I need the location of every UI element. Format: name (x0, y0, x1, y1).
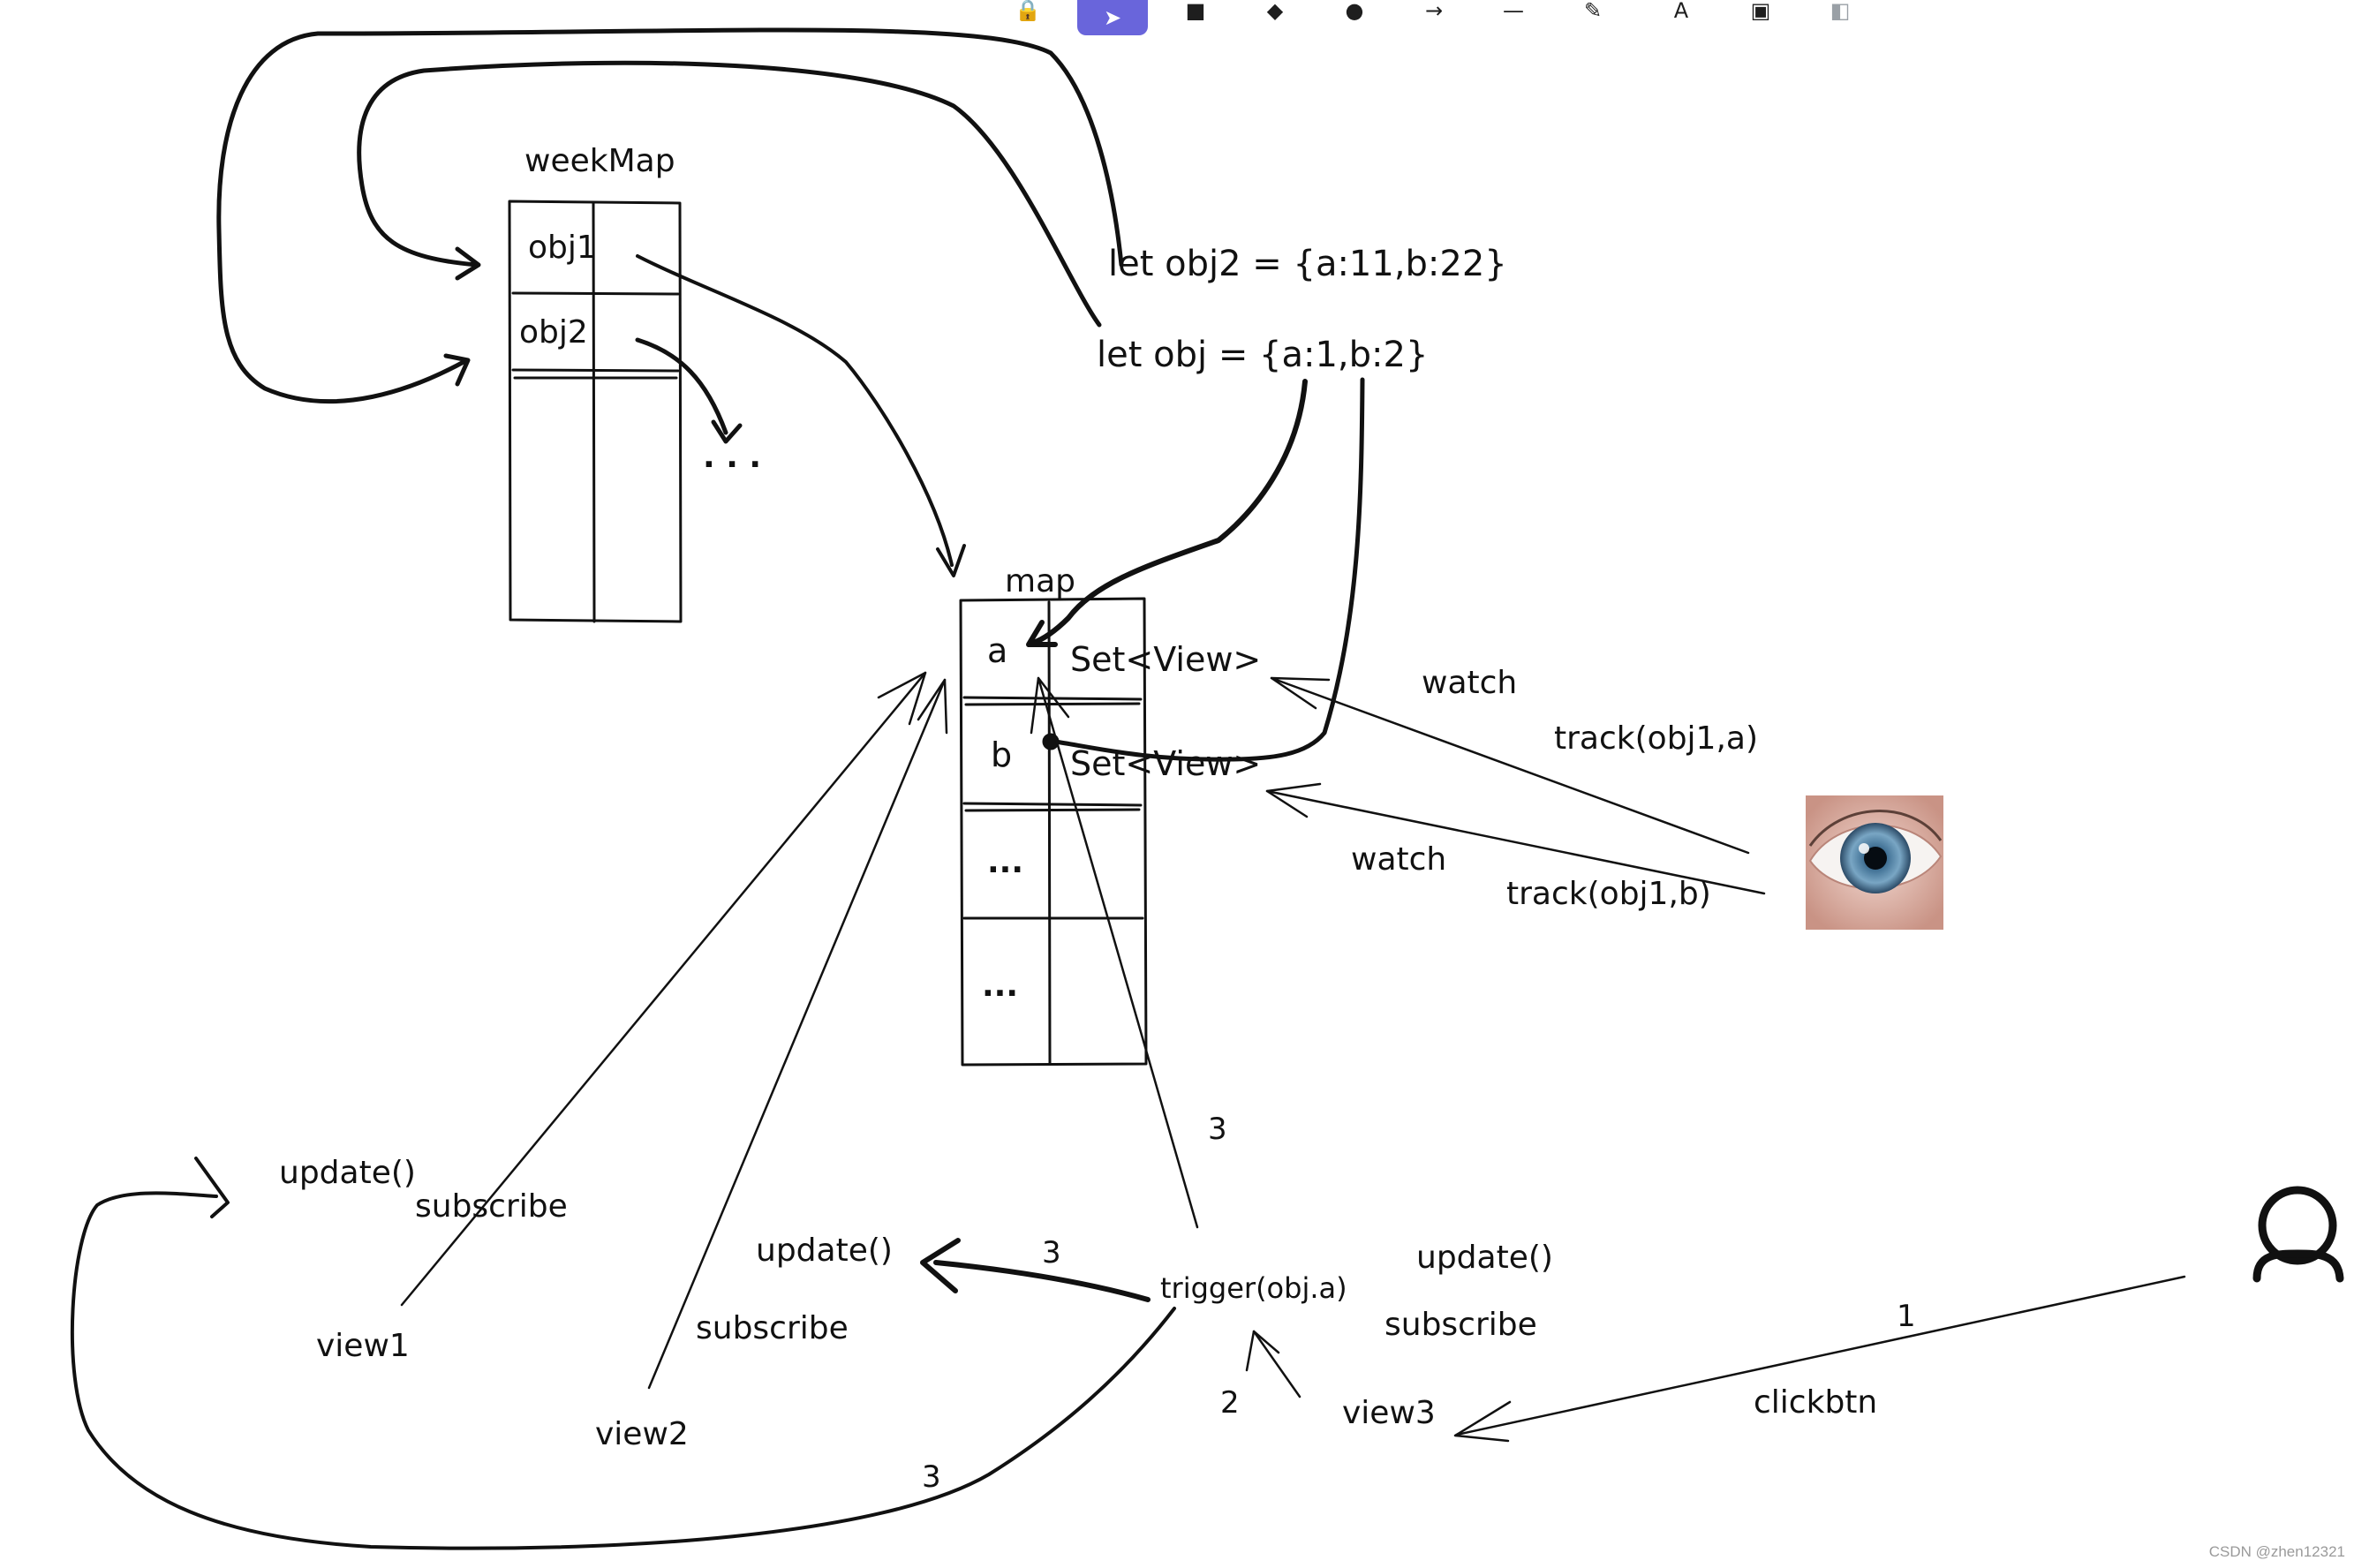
subscribe-label-3: subscribe (1384, 1307, 1537, 1343)
user-icon (2252, 1186, 2344, 1283)
arrow-view1-subscribe (400, 671, 927, 1307)
arrow-user-to-view3 (1455, 1275, 2186, 1436)
arrow-trigger-to-update1 (70, 1191, 1176, 1550)
map-set-a: Set<View> (1070, 640, 1261, 679)
arrow-obj1-to-map (636, 254, 954, 567)
arrow-obj2-to-more (635, 337, 728, 435)
arrowhead-trigger (1245, 1330, 1280, 1372)
arrow-view3-to-trigger (1252, 1330, 1301, 1398)
eye-photo (1806, 795, 1943, 930)
lock-icon[interactable]: 🔒 (1015, 0, 1041, 21)
view1-label: view1 (316, 1328, 410, 1364)
trigger-label: trigger(obj.a) (1160, 1271, 1347, 1305)
pencil-icon[interactable]: ✎ (1583, 0, 1603, 21)
map-more-2: ... (982, 968, 1018, 1004)
image-icon[interactable]: ▣ (1750, 0, 1771, 21)
arrowhead-trigger-key (1030, 676, 1070, 735)
update-label-1: update() (279, 1155, 416, 1191)
arrow-view2-subscribe (647, 678, 947, 1390)
map-title: map (1005, 563, 1075, 599)
map-set-b: Set<View> (1070, 744, 1261, 783)
selection-icon[interactable]: ➤ (1077, 0, 1148, 35)
ellipse-icon[interactable]: ● (1345, 0, 1364, 21)
view3-label: view3 (1342, 1395, 1436, 1431)
arrowhead-view1 (877, 671, 927, 726)
weekmap-more: · · · (703, 447, 761, 483)
arrowhead-view3 (1453, 1400, 1512, 1443)
rectangle-icon[interactable]: ■ (1185, 0, 1206, 21)
track-label-1: track(obj1,a) (1554, 720, 1758, 757)
arrow-obj-b-to-key-b (1053, 377, 1365, 762)
arrowhead-weekmap-obj1 (455, 246, 481, 281)
drawing-toolbar: 🔒 ➤ ■ ◆ ● → — ✎ A ▣ ◧ (1007, 0, 1854, 35)
clickbtn-label: clickbtn (1754, 1384, 1877, 1421)
track-label-2: track(obj1,b) (1506, 876, 1711, 912)
arrow-trigger-to-update2 (933, 1260, 1151, 1302)
text-icon[interactable]: A (1673, 0, 1689, 21)
line-icon[interactable]: — (1503, 0, 1524, 21)
subscribe-label-1: subscribe (415, 1188, 568, 1225)
map-key-a: a (987, 631, 1007, 670)
weekmap-table (508, 200, 683, 623)
arrowhead-update2 (920, 1238, 961, 1293)
map-more-1: ... (987, 844, 1023, 880)
diamond-icon[interactable]: ◆ (1266, 0, 1284, 21)
eraser-icon[interactable]: ◧ (1830, 0, 1851, 21)
arrowhead-set-b (1265, 782, 1322, 818)
arrow-track-b (1265, 789, 1766, 895)
step-2: 2 (1220, 1385, 1240, 1421)
arrow-icon[interactable]: → (1424, 0, 1444, 21)
step-3-update: 3 (1042, 1235, 1061, 1270)
arrowhead-key-a (1026, 620, 1058, 647)
arrowhead-weekmap-obj2 (443, 353, 471, 387)
update-label-2: update() (756, 1233, 893, 1269)
step-3-loop: 3 (922, 1459, 941, 1495)
arrowhead-map (936, 544, 966, 577)
map-key-b: b (991, 735, 1012, 774)
arrowhead-update1 (194, 1157, 230, 1218)
update-label-3: update() (1416, 1240, 1553, 1276)
weekmap-row-obj1: obj1 (528, 230, 597, 266)
subscribe-label-2: subscribe (696, 1310, 849, 1346)
weekmap-row-obj2: obj2 (519, 314, 588, 351)
arrowhead-set-a (1270, 676, 1331, 710)
watch-label-1: watch (1422, 665, 1517, 701)
step-1: 1 (1897, 1299, 1916, 1334)
arrow-obj-to-weekmap (357, 60, 1102, 328)
arrowhead-view2 (917, 678, 948, 735)
let-obj-statement: let obj = {a:1,b:2} (1097, 335, 1428, 375)
arrow-obj-a-to-key-a (1030, 379, 1308, 645)
arrow-trigger-to-key-a (1037, 676, 1199, 1229)
arrowhead-more (711, 419, 743, 444)
step-3-map: 3 (1208, 1112, 1227, 1147)
view2-label: view2 (595, 1416, 689, 1452)
let-obj2-statement: let obj2 = {a:11,b:22} (1108, 244, 1507, 284)
arrow-obj2-to-weekmap (216, 27, 1124, 404)
arrow-track-a (1270, 676, 1750, 855)
watch-label-2: watch (1351, 841, 1446, 878)
weekmap-title: weekMap (524, 143, 675, 179)
watermark: CSDN @zhen12321 (2208, 1543, 2345, 1560)
